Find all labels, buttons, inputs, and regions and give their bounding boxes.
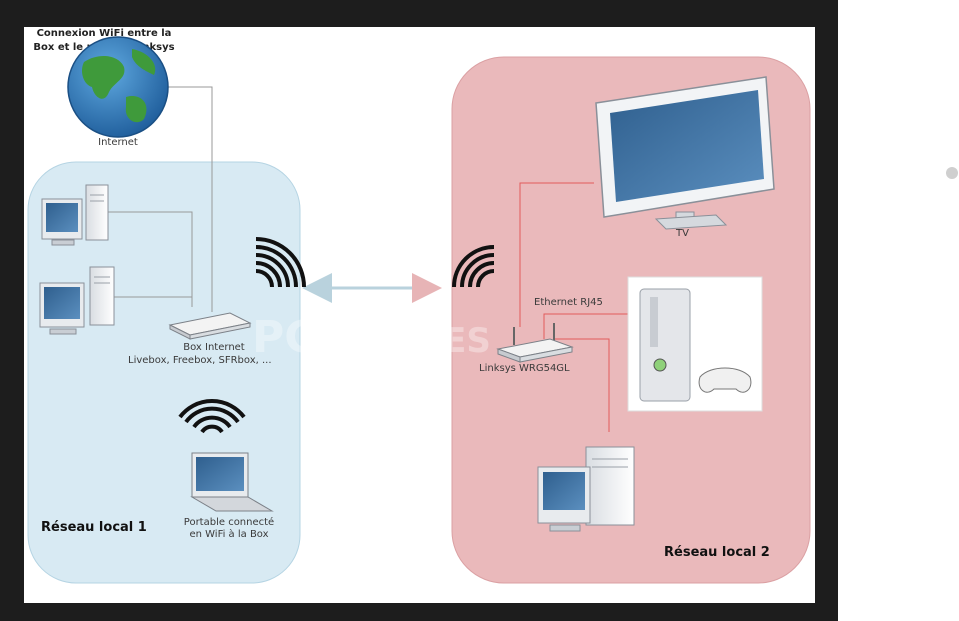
desktop-computer-icon: [537, 446, 635, 532]
desktop-computer-icon: [41, 184, 109, 246]
wifi-signal-icon: [452, 245, 495, 288]
internet-label: Internet: [98, 137, 138, 148]
wifi-signal-icon: [255, 237, 306, 288]
connection-label-line1: Connexion WiFi entre la: [36, 28, 172, 39]
watermark: PCASTUCES: [252, 312, 491, 363]
box-internet-label: Box Internet: [183, 342, 245, 353]
grey-links: [108, 86, 213, 312]
wifi-signal-icon: [178, 399, 246, 434]
network-diagram: PCASTUCES: [24, 27, 815, 603]
network-2-label: Réseau local 2: [664, 545, 770, 560]
ethernet-label: Ethernet RJ45: [534, 297, 603, 308]
router-icon: [496, 323, 574, 363]
laptop-label-line1: Portable connecté: [183, 517, 275, 528]
box-models-label: Livebox, Freebox, SFRbox, ...: [128, 355, 272, 366]
desktop-computer-icon: [39, 266, 115, 335]
laptop-label-line2: en WiFi à la Box: [189, 529, 269, 540]
laptop-label: Portable connecté en WiFi à la Box: [174, 517, 284, 541]
laptop-icon: [190, 452, 274, 512]
router-icon: [168, 312, 252, 340]
carousel-dot[interactable]: [946, 167, 958, 179]
router-label: Linksys WRG54GL: [479, 363, 570, 374]
tv-label: TV: [676, 228, 689, 239]
network-1-label: Réseau local 1: [41, 520, 147, 535]
diagram-graphics: PCASTUCES: [27, 36, 811, 584]
tv-monitor-icon: [595, 76, 775, 230]
red-links: [519, 182, 636, 432]
globe-icon: [67, 36, 169, 138]
game-console-icon: [627, 276, 763, 412]
